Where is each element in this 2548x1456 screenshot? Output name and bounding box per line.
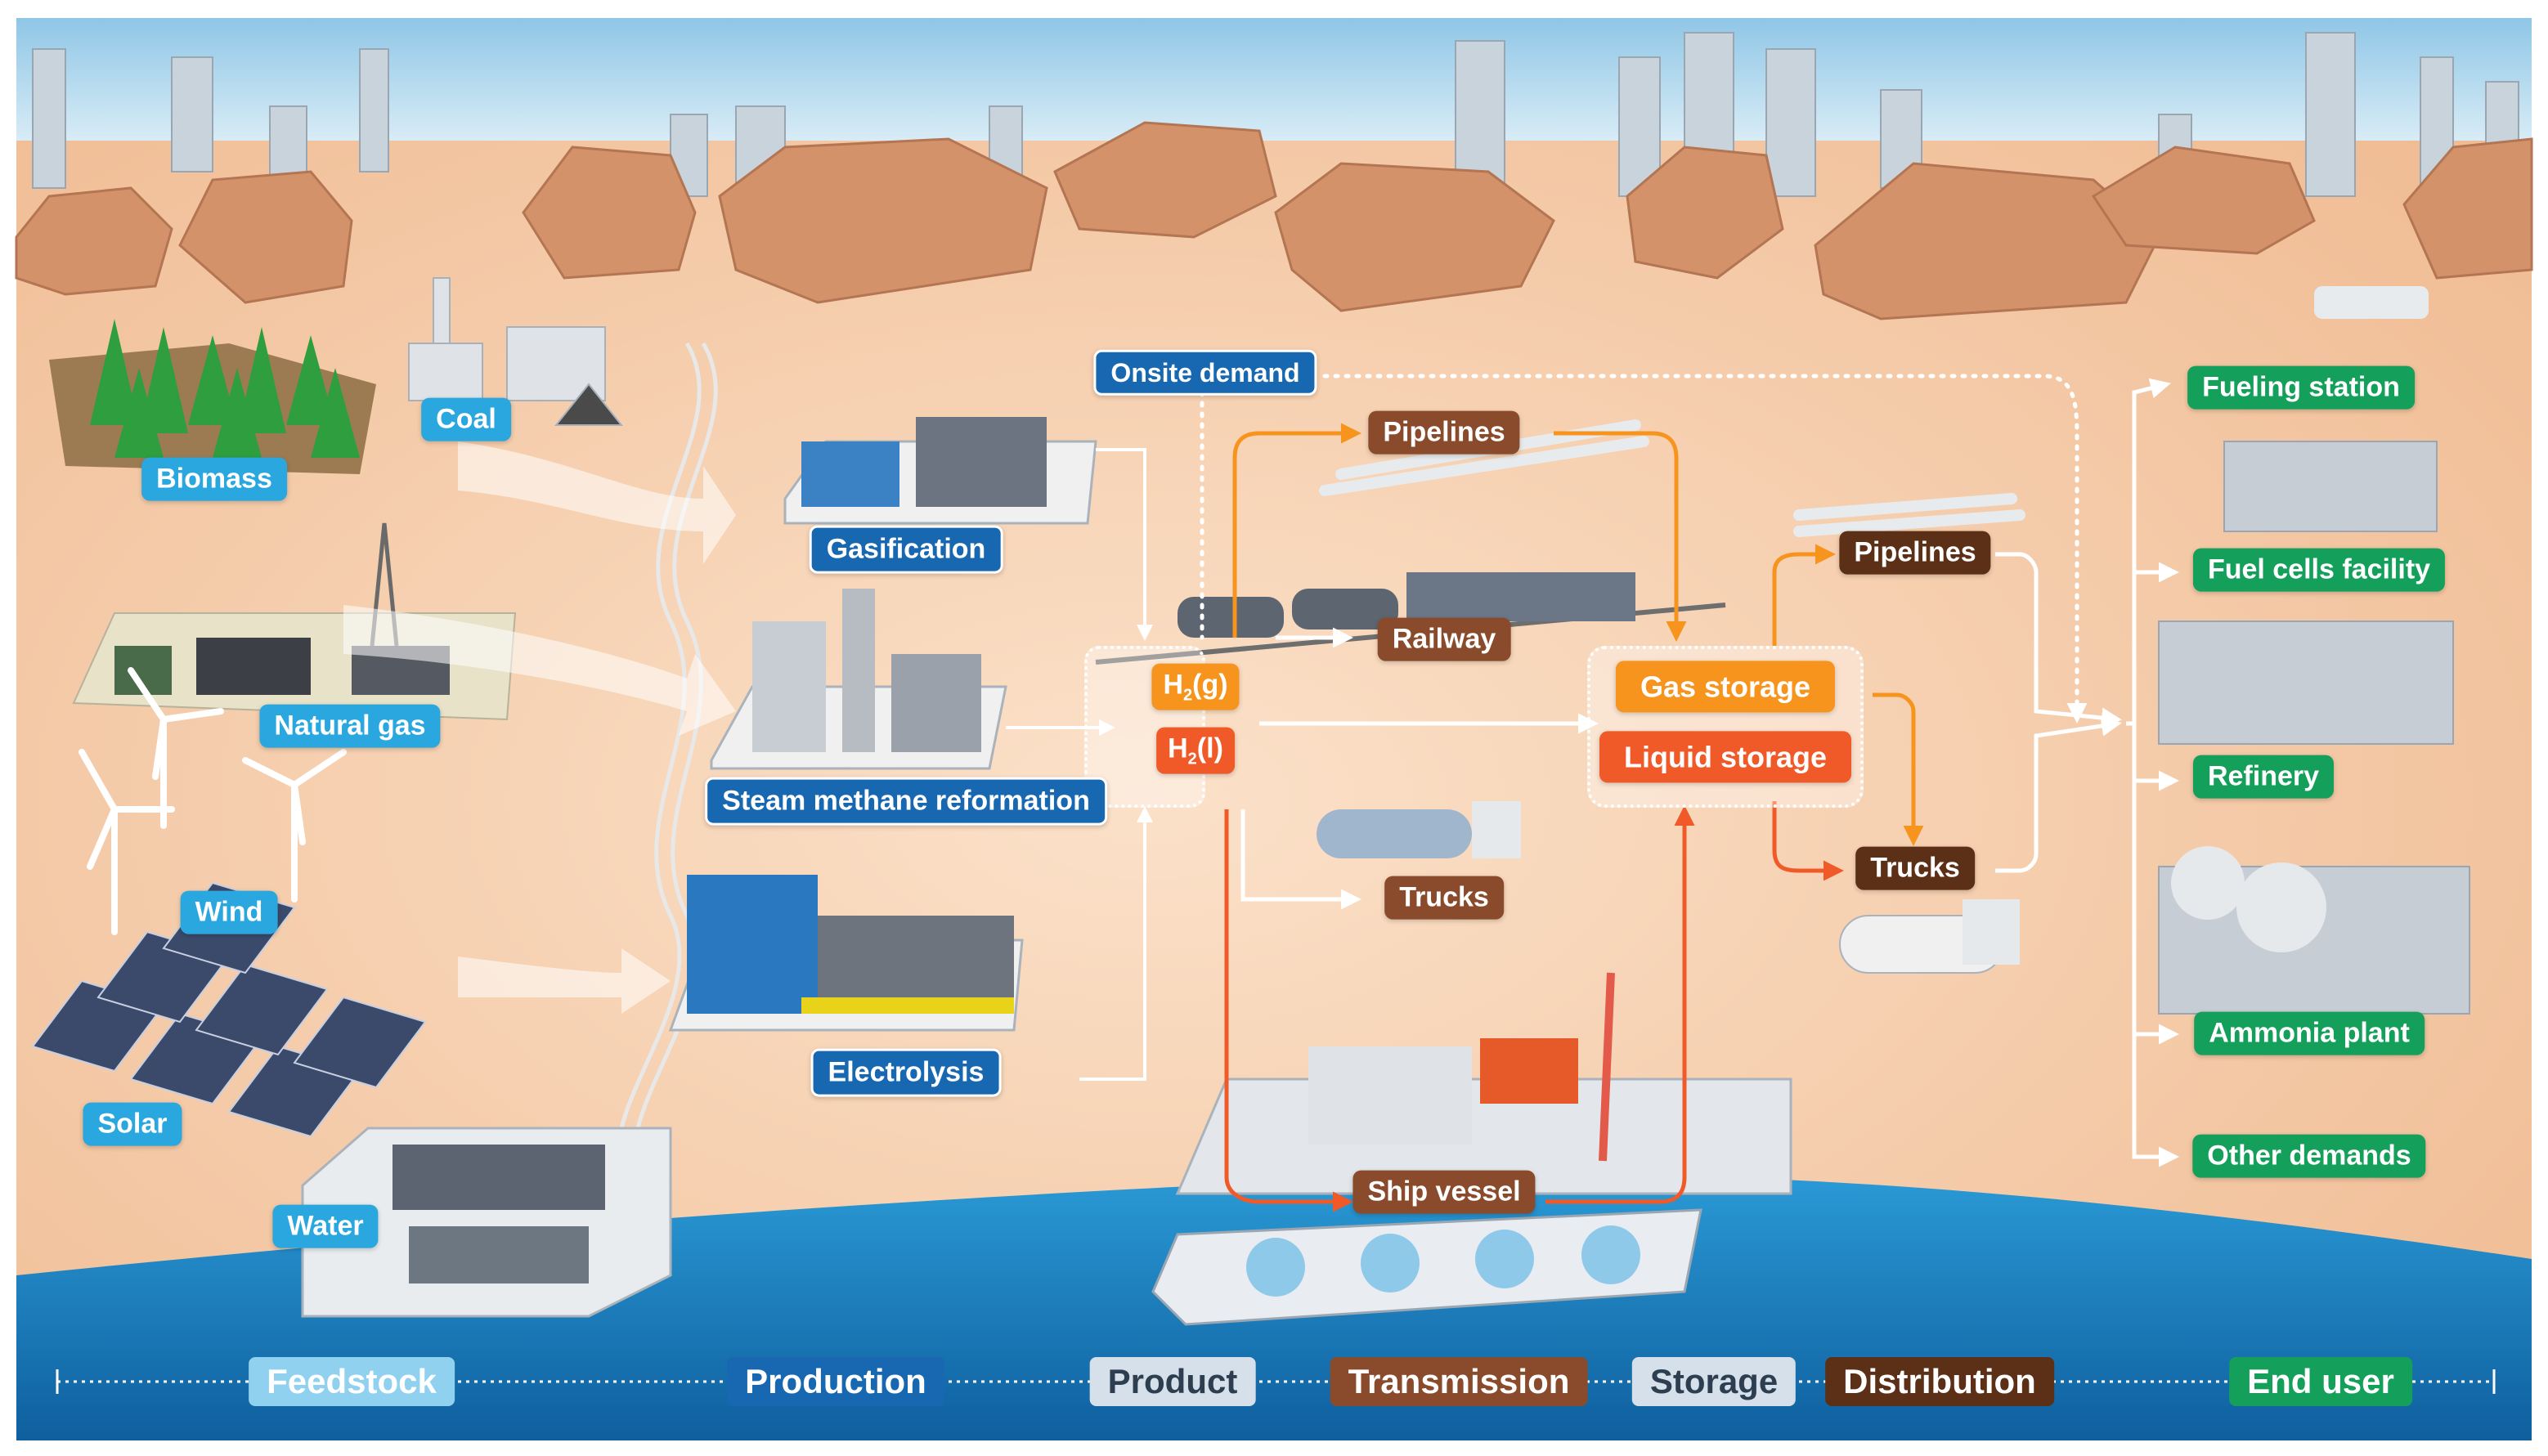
- feedstock-natural-gas-label: Natural gas: [259, 704, 441, 748]
- end-user-fuel-cells-label: Fuel cells facility: [2192, 548, 2446, 592]
- natural-gas-field: [72, 522, 517, 721]
- storage-liquid-label: Liquid storage: [1599, 731, 1852, 783]
- feedstock-wind-label: Wind: [180, 890, 278, 934]
- end-user-other-demands-label: Other demands: [2192, 1134, 2426, 1178]
- end-user-fueling-station-label: Fueling station: [2187, 365, 2415, 410]
- distribution-trucks-label: Trucks: [1855, 846, 1975, 890]
- feedstock-coal-label: Coal: [421, 397, 511, 441]
- transmission-flows: [1224, 423, 1695, 1212]
- production-electrolysis-label: Electrolysis: [810, 1048, 1002, 1097]
- stage-end-user: End user: [2229, 1357, 2412, 1406]
- product-h2-gas-label: H2(g): [1151, 663, 1240, 710]
- sky: [16, 18, 2532, 141]
- smr-plant: [710, 589, 1007, 770]
- onsite-demand-label: Onsite demand: [1093, 349, 1317, 396]
- solar-farm: [31, 881, 427, 1138]
- feedstock-solar-label: Solar: [83, 1102, 182, 1146]
- stage-product: Product: [1089, 1357, 1256, 1406]
- production-flows: [1006, 448, 1153, 1081]
- feedstock-biomass-label: Biomass: [141, 457, 287, 501]
- production-smr-label: Steam methane reformation: [705, 777, 1107, 826]
- port-and-ship: [1151, 972, 1792, 1326]
- gasification-plant: [783, 417, 1097, 525]
- end-user-refinery-label: Refinery: [2192, 755, 2335, 799]
- transmission-trucks-label: Trucks: [1384, 876, 1504, 920]
- stage-feedstock: Feedstock: [249, 1357, 455, 1406]
- coal-plant: [408, 277, 624, 426]
- stage-timeline: [56, 1369, 2496, 1394]
- end-user-facilities: [2158, 286, 2470, 1015]
- desert-rocks: [15, 121, 2533, 320]
- feedstock-flows: [343, 441, 736, 1014]
- transmission-truck: [1317, 801, 1521, 858]
- biomass-forest: [49, 319, 376, 474]
- end-user-ammonia-plant-label: Ammonia plant: [2194, 1011, 2425, 1055]
- feedstock-water-label: Water: [272, 1204, 379, 1248]
- distribution-pipelines: [1793, 493, 2025, 537]
- distribution-pipelines-label: Pipelines: [1839, 531, 1991, 575]
- transmission-ship-label: Ship vessel: [1353, 1170, 1536, 1214]
- end-user-flows: [2126, 378, 2179, 1167]
- water-plant: [301, 1127, 672, 1318]
- stage-distribution: Distribution: [1825, 1357, 2054, 1406]
- stage-storage: Storage: [1631, 1357, 1797, 1406]
- transmission-pipelines-label: Pipelines: [1368, 410, 1520, 455]
- distribution-truck: [1839, 899, 2020, 974]
- product-h2-liquid-label: H2(l): [1156, 727, 1235, 774]
- stage-production: Production: [727, 1357, 944, 1406]
- wind-turbines: [79, 667, 347, 935]
- onsite-demand-flow: [1200, 374, 2088, 724]
- production-gasification-label: Gasification: [809, 525, 1003, 574]
- electrolysis-plant: [668, 875, 1024, 1032]
- storage-gas-label: Gas storage: [1615, 661, 1836, 713]
- stage-transmission: Transmission: [1330, 1357, 1588, 1406]
- distribution-flows: [1772, 544, 2122, 881]
- transmission-railway-label: Railway: [1377, 617, 1511, 661]
